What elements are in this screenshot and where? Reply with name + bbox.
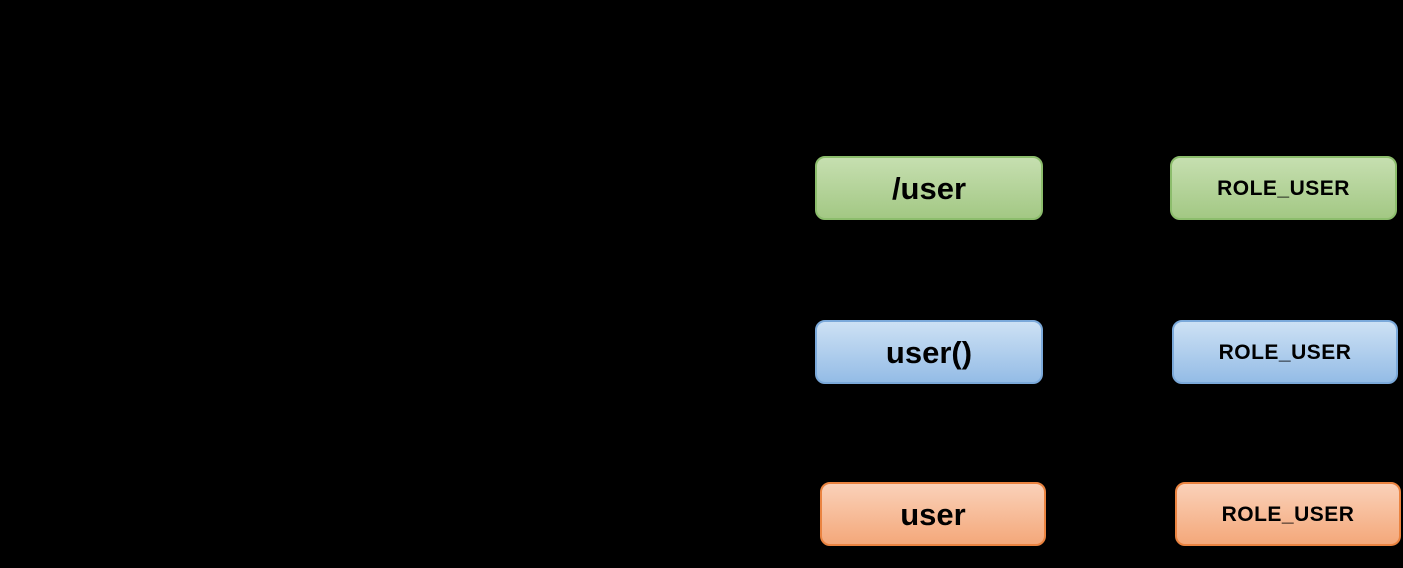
method-role-box: ROLE_USER (1172, 320, 1398, 384)
method-box: user() (815, 320, 1043, 384)
object-role-label: ROLE_USER (1221, 502, 1355, 526)
url-pattern-label: /user (891, 170, 967, 206)
url-pattern-box: /user (815, 156, 1043, 220)
object-label: user (900, 496, 966, 532)
method-role-label: ROLE_USER (1218, 340, 1352, 364)
method-label: user() (885, 334, 973, 370)
object-box: user (820, 482, 1046, 546)
url-pattern-role-label: ROLE_USER (1217, 176, 1350, 200)
object-role-box: ROLE_USER (1175, 482, 1401, 546)
url-pattern-role-box: ROLE_USER (1170, 156, 1397, 220)
